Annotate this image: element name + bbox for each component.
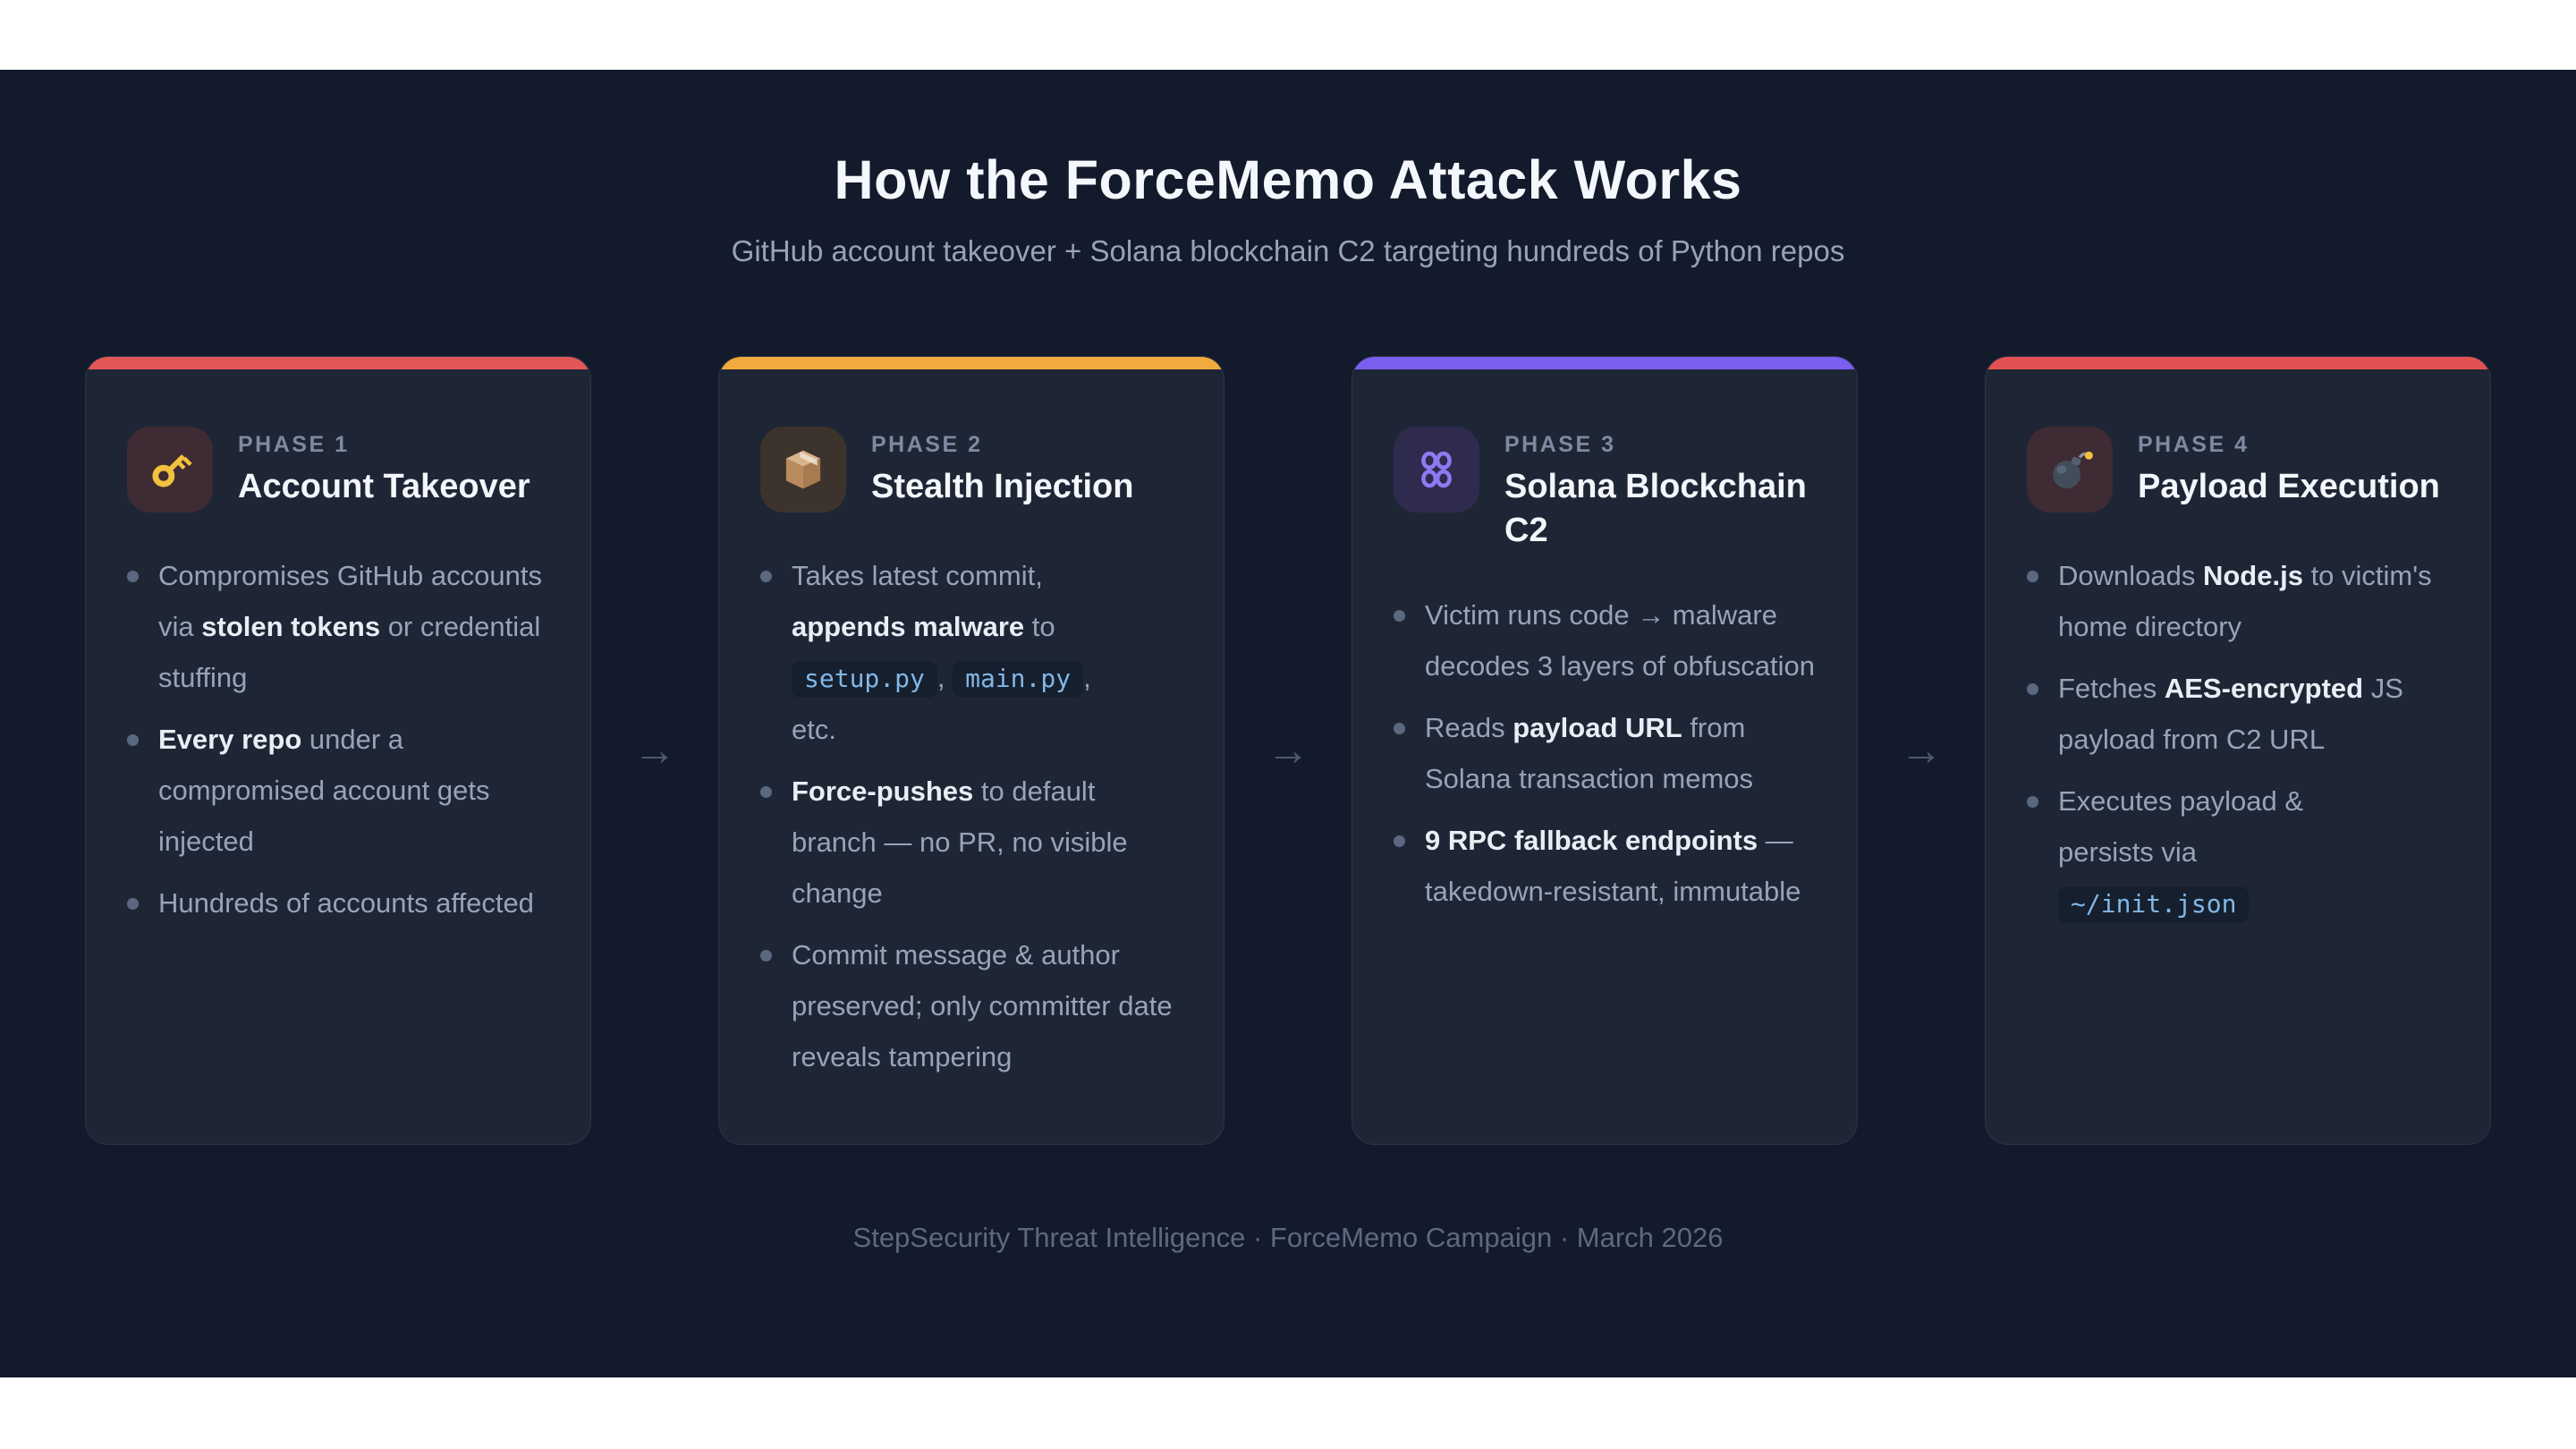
bullet-item: Hundreds of accounts affected: [127, 877, 549, 928]
emphasized-text: Node.js: [2202, 560, 2303, 591]
emphasized-text: AES-encrypted: [2164, 673, 2364, 704]
bullet-item: Compromises GitHub accounts via stolen t…: [127, 550, 549, 703]
phase-title: Account Takeover: [238, 468, 530, 505]
bullet-dot-icon: [127, 571, 139, 582]
phase-card-3: PHASE 3 Solana Blockchain C2 Victim runs c…: [1352, 356, 1858, 1145]
phase-label: PHASE 1: [238, 432, 350, 457]
phase-meta: PHASE 4 Payload Execution: [2138, 427, 2440, 509]
emphasized-text: Every repo: [158, 724, 302, 755]
emphasized-text: Force-pushes: [792, 775, 974, 807]
bullet-list: Compromises GitHub accounts via stolen t…: [127, 550, 549, 928]
phase-title: Solana Blockchain C2: [1504, 468, 1807, 549]
bullet-text: Every repo under a compromised account g…: [158, 724, 490, 857]
code-chip: ~/init.json: [2058, 886, 2250, 923]
card-accent-bar: [1986, 357, 2490, 369]
arrow-right-icon: →: [633, 726, 676, 775]
bullet-dot-icon: [1394, 835, 1405, 848]
bullet-text: Hundreds of accounts affected: [158, 887, 534, 919]
bullet-item: Every repo under a compromised account g…: [127, 714, 549, 867]
card-accent-bar: [86, 357, 590, 369]
phase-arrow-cell: →: [1224, 356, 1352, 1145]
bullet-dot-icon: [1394, 723, 1405, 735]
emphasized-text: appends malware: [792, 611, 1025, 642]
bullet-list: Downloads Node.js to victim's home direc…: [2027, 550, 2449, 929]
bullet-dot-icon: [760, 786, 772, 798]
bullet-dot-icon: [760, 950, 772, 962]
bullet-dot-icon: [2027, 683, 2038, 695]
bullet-text: Fetches AES-encrypted JS payload from C2…: [2058, 673, 2403, 755]
bullet-text: 9 RPC fallback endpoints — takedown-resi…: [1425, 825, 1801, 908]
bullet-text: Commit message & author preserved; only …: [792, 939, 1173, 1072]
phase-title: Payload Execution: [2138, 468, 2440, 505]
key-icon: [127, 427, 213, 513]
header: How the ForceMemo Attack Works GitHub ac…: [732, 148, 1845, 268]
bullet-dot-icon: [2027, 571, 2038, 582]
bullet-text: Force-pushes to default branch — no PR, …: [792, 775, 1128, 909]
page-subtitle: GitHub account takeover + Solana blockch…: [731, 234, 1845, 267]
bullet-item: Downloads Node.js to victim's home direc…: [2027, 550, 2449, 652]
phase-header: PHASE 1 Account Takeover: [127, 427, 549, 513]
bomb-icon: [2027, 427, 2113, 513]
page-title: How the ForceMemo Attack Works: [834, 149, 1742, 210]
code-chip: setup.py: [792, 661, 937, 698]
bullet-item: Victim runs code → malware decodes 3 lay…: [1394, 589, 1816, 691]
bullet-text: Downloads Node.js to victim's home direc…: [2058, 560, 2432, 642]
bullet-dot-icon: [760, 571, 772, 582]
bullet-list: Victim runs code → malware decodes 3 lay…: [1394, 589, 1816, 917]
footer-attribution: StepSecurity Threat Intelligence · Force…: [852, 1222, 1724, 1253]
emphasized-text: 9 RPC fallback endpoints: [1425, 825, 1758, 857]
phase-label: PHASE 2: [871, 432, 983, 457]
bullet-dot-icon: [2027, 796, 2038, 808]
bullet-item: Commit message & author preserved; only …: [760, 929, 1182, 1082]
bullet-item: 9 RPC fallback endpoints — takedown-resi…: [1394, 815, 1816, 917]
phase-header: PHASE 3 Solana Blockchain C2: [1394, 427, 1816, 552]
emphasized-text: payload URL: [1513, 712, 1682, 744]
bottom-white-band: [0, 1377, 2576, 1449]
bullet-item: Executes payload &persists via~/init.jso…: [2027, 775, 2449, 929]
bullet-item: Force-pushes to default branch — no PR, …: [760, 766, 1182, 919]
arrow-right-icon: →: [1267, 726, 1309, 775]
emphasized-text: stolen tokens: [201, 611, 381, 642]
phase-title: Stealth Injection: [871, 468, 1134, 505]
phase-header: PHASE 2 Stealth Injection: [760, 427, 1182, 513]
chain-links-icon: [1394, 427, 1479, 513]
bullet-text: Executes payload &persists via~/init.jso…: [2058, 775, 2303, 929]
phase-meta: PHASE 1 Account Takeover: [238, 427, 530, 509]
bullet-item: Fetches AES-encrypted JS payload from C2…: [2027, 663, 2449, 765]
top-white-band: [0, 0, 2576, 70]
phase-label: PHASE 3: [1504, 432, 1616, 457]
bullet-dot-icon: [127, 734, 139, 746]
card-body: PHASE 3 Solana Blockchain C2 Victim runs c…: [1352, 369, 1857, 963]
arrow-right-icon: →: [1900, 726, 1943, 775]
package-icon: [760, 427, 846, 513]
bullet-text: Compromises GitHub accounts via stolen t…: [158, 560, 542, 693]
phase-arrow-cell: →: [591, 356, 718, 1145]
code-chip: main.py: [953, 661, 1084, 698]
dark-panel: How the ForceMemo Attack Works GitHub ac…: [0, 70, 2576, 1377]
bullet-text: Reads payload URL from Solana transactio…: [1425, 712, 1754, 795]
bullet-item: Reads payload URL from Solana transactio…: [1394, 702, 1816, 804]
bullet-text: Victim runs code → malware decodes 3 lay…: [1425, 599, 1815, 682]
card-accent-bar: [719, 357, 1224, 369]
bullet-dot-icon: [1394, 610, 1405, 623]
bullet-dot-icon: [127, 898, 139, 910]
card-accent-bar: [1352, 357, 1857, 369]
phase-meta: PHASE 3 Solana Blockchain C2: [1504, 427, 1816, 552]
phase-meta: PHASE 2 Stealth Injection: [871, 427, 1133, 509]
phase-header: PHASE 4 Payload Execution: [2027, 427, 2449, 513]
phase-arrow-cell: →: [1858, 356, 1985, 1145]
phase-label: PHASE 4: [2138, 432, 2250, 457]
